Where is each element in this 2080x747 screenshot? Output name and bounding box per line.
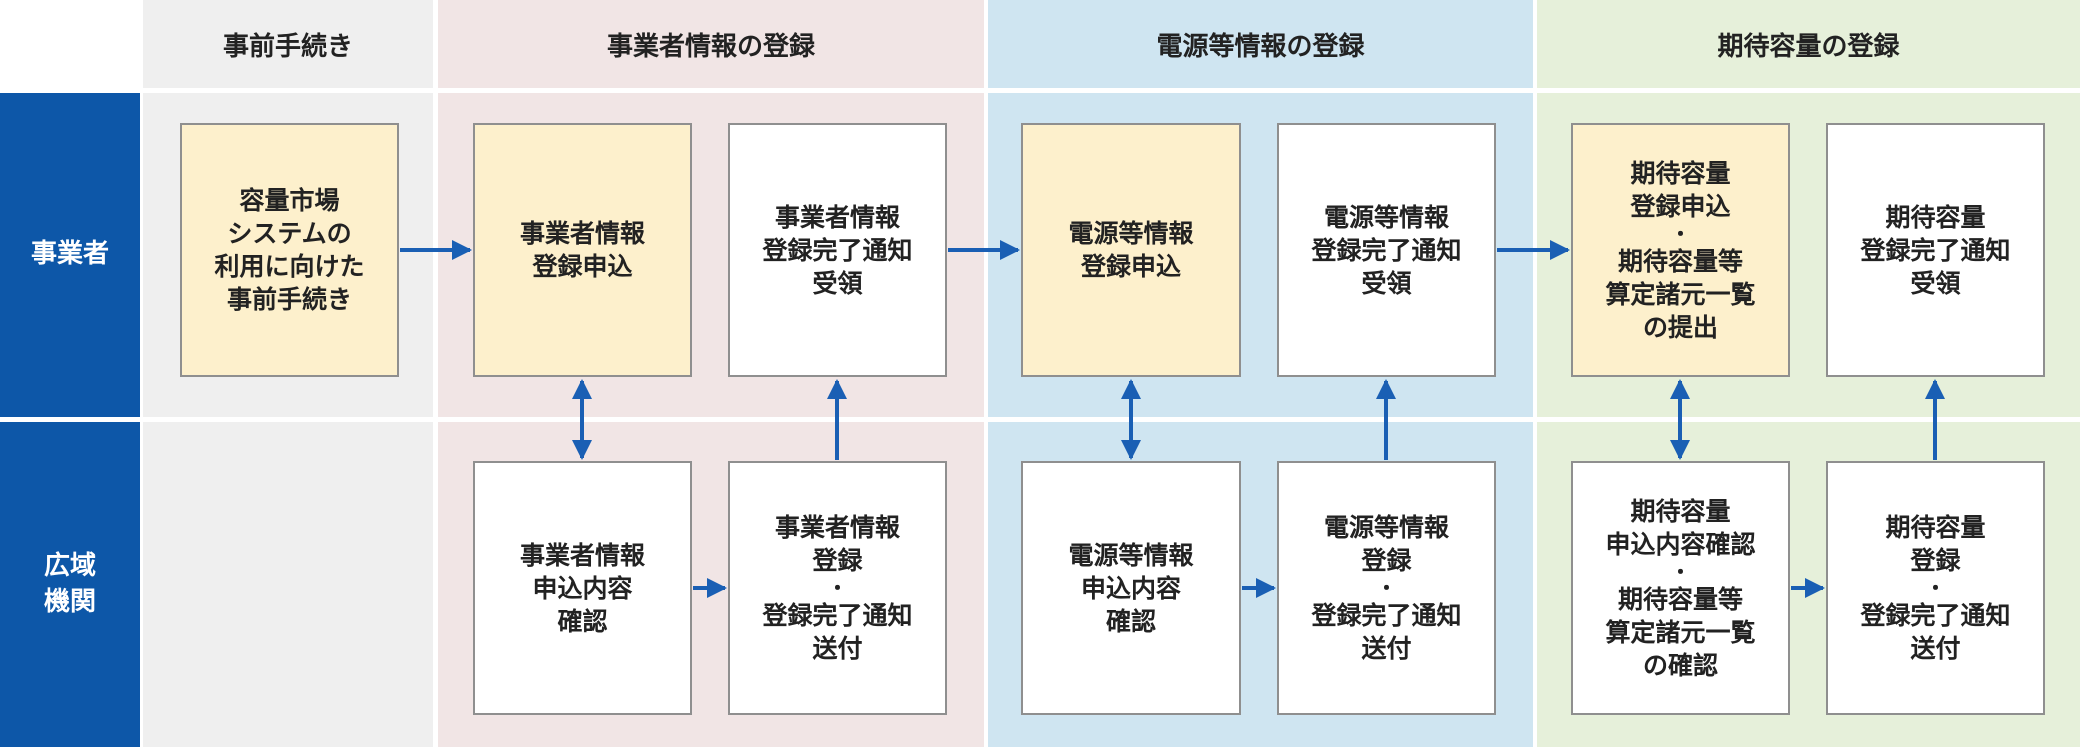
- box-line: 期待容量: [1885, 513, 1986, 542]
- box-bullet: ・: [1376, 576, 1397, 600]
- box-line: システムの: [227, 219, 352, 248]
- box-line: 確認: [1105, 606, 1156, 636]
- box-line: 期待容量: [1630, 496, 1731, 526]
- business-confirm-box: 事業者情報 申込内容 確認: [473, 461, 692, 715]
- power-receive-box: 電源等情報 登録完了通知 受領: [1277, 123, 1496, 377]
- box-line: 事業者情報: [774, 513, 900, 542]
- box-line: 登録: [812, 546, 863, 575]
- pre-procedure-box: 容量市場 システムの 利用に向けた 事前手続き: [180, 123, 399, 377]
- box-line: 期待容量等: [1617, 246, 1743, 276]
- box-bullet: ・: [1670, 221, 1691, 246]
- row-label-line: 広域: [43, 551, 96, 582]
- box-line: 期待容量: [1630, 158, 1731, 188]
- box-line: 容量市場: [239, 186, 340, 215]
- power-apply-box: 電源等情報 登録申込: [1021, 123, 1241, 377]
- box-line: 受領: [1910, 268, 1961, 298]
- box-line: 電源等情報: [1323, 513, 1449, 542]
- box-line: 期待容量: [1885, 202, 1986, 232]
- column-title-business: 事業者情報の登録: [606, 31, 815, 62]
- box-bullet: ・: [1925, 576, 1946, 600]
- box-line: 受領: [812, 268, 863, 298]
- box-line: 登録完了通知: [762, 235, 913, 265]
- box-line: 登録完了通知: [1311, 235, 1462, 265]
- box-line: 算定諸元一覧: [1605, 617, 1756, 647]
- row-separator: [0, 417, 2080, 422]
- box-line: 事業者情報: [519, 219, 645, 248]
- box-line: 送付: [1910, 634, 1961, 663]
- column-title-pre: 事前手続き: [222, 31, 353, 62]
- business-register-box: 事業者情報 登録 ・ 登録完了通知 送付: [728, 461, 947, 715]
- power-register-box: 電源等情報 登録 ・ 登録完了通知 送付: [1277, 461, 1496, 715]
- box-line: 電源等情報: [1068, 540, 1194, 570]
- box-line: 期待容量等: [1617, 584, 1743, 614]
- box-line: 登録: [1910, 546, 1961, 575]
- box-line: 登録完了通知: [762, 601, 913, 630]
- box-bullet: ・: [1670, 559, 1691, 584]
- box-line: 申込内容: [532, 573, 633, 603]
- box-line: 登録完了通知: [1311, 601, 1462, 630]
- capacity-receive-box: 期待容量 登録完了通知 受領: [1826, 123, 2045, 377]
- box-line: 登録申込: [1080, 252, 1181, 281]
- box-line: 登録申込: [532, 252, 633, 281]
- box-line: の確認: [1642, 650, 1718, 680]
- box-line: 登録完了通知: [1860, 235, 2011, 265]
- business-apply-box: 事業者情報 登録申込: [473, 123, 692, 377]
- box-line: 登録完了通知: [1860, 601, 2011, 630]
- capacity-register-box: 期待容量 登録 ・ 登録完了通知 送付: [1826, 461, 2045, 715]
- column-title-power: 電源等情報の登録: [1156, 31, 1365, 62]
- box-line: 申込内容確認: [1605, 529, 1756, 559]
- box-line: 確認: [557, 606, 608, 636]
- power-confirm-box: 電源等情報 申込内容 確認: [1021, 461, 1241, 715]
- row-label-line: 事業者: [30, 239, 109, 270]
- box-line: 事業者情報: [519, 540, 645, 570]
- capacity-apply-box: 期待容量 登録申込 ・ 期待容量等 算定諸元一覧 の提出: [1571, 123, 1790, 377]
- box-line: 送付: [812, 634, 863, 663]
- business-receive-box: 事業者情報 登録完了通知 受領: [728, 123, 947, 377]
- row-label-occto: 広域 機関: [0, 422, 140, 747]
- box-line: 申込内容: [1080, 573, 1181, 603]
- box-line: 利用に向けた: [214, 252, 365, 281]
- box-bullet: ・: [827, 576, 848, 600]
- box-line: 登録申込: [1630, 191, 1731, 221]
- box-line: 事前手続き: [226, 285, 352, 314]
- box-line: 送付: [1361, 634, 1412, 663]
- box-line: 登録: [1361, 546, 1412, 575]
- box-line: 電源等情報: [1068, 219, 1194, 248]
- box-line: の提出: [1642, 312, 1718, 342]
- box-line: 受領: [1361, 268, 1412, 298]
- box-line: 電源等情報: [1323, 202, 1449, 232]
- row-label-line: 機関: [43, 586, 96, 617]
- box-line: 事業者情報: [774, 202, 900, 232]
- column-title-capacity: 期待容量の登録: [1717, 31, 1900, 62]
- header-separator: [0, 88, 2080, 93]
- box-line: 算定諸元一覧: [1605, 279, 1756, 309]
- capacity-confirm-box: 期待容量 申込内容確認 ・ 期待容量等 算定諸元一覧 の確認: [1571, 461, 1790, 715]
- row-label-operator: 事業者: [0, 93, 140, 417]
